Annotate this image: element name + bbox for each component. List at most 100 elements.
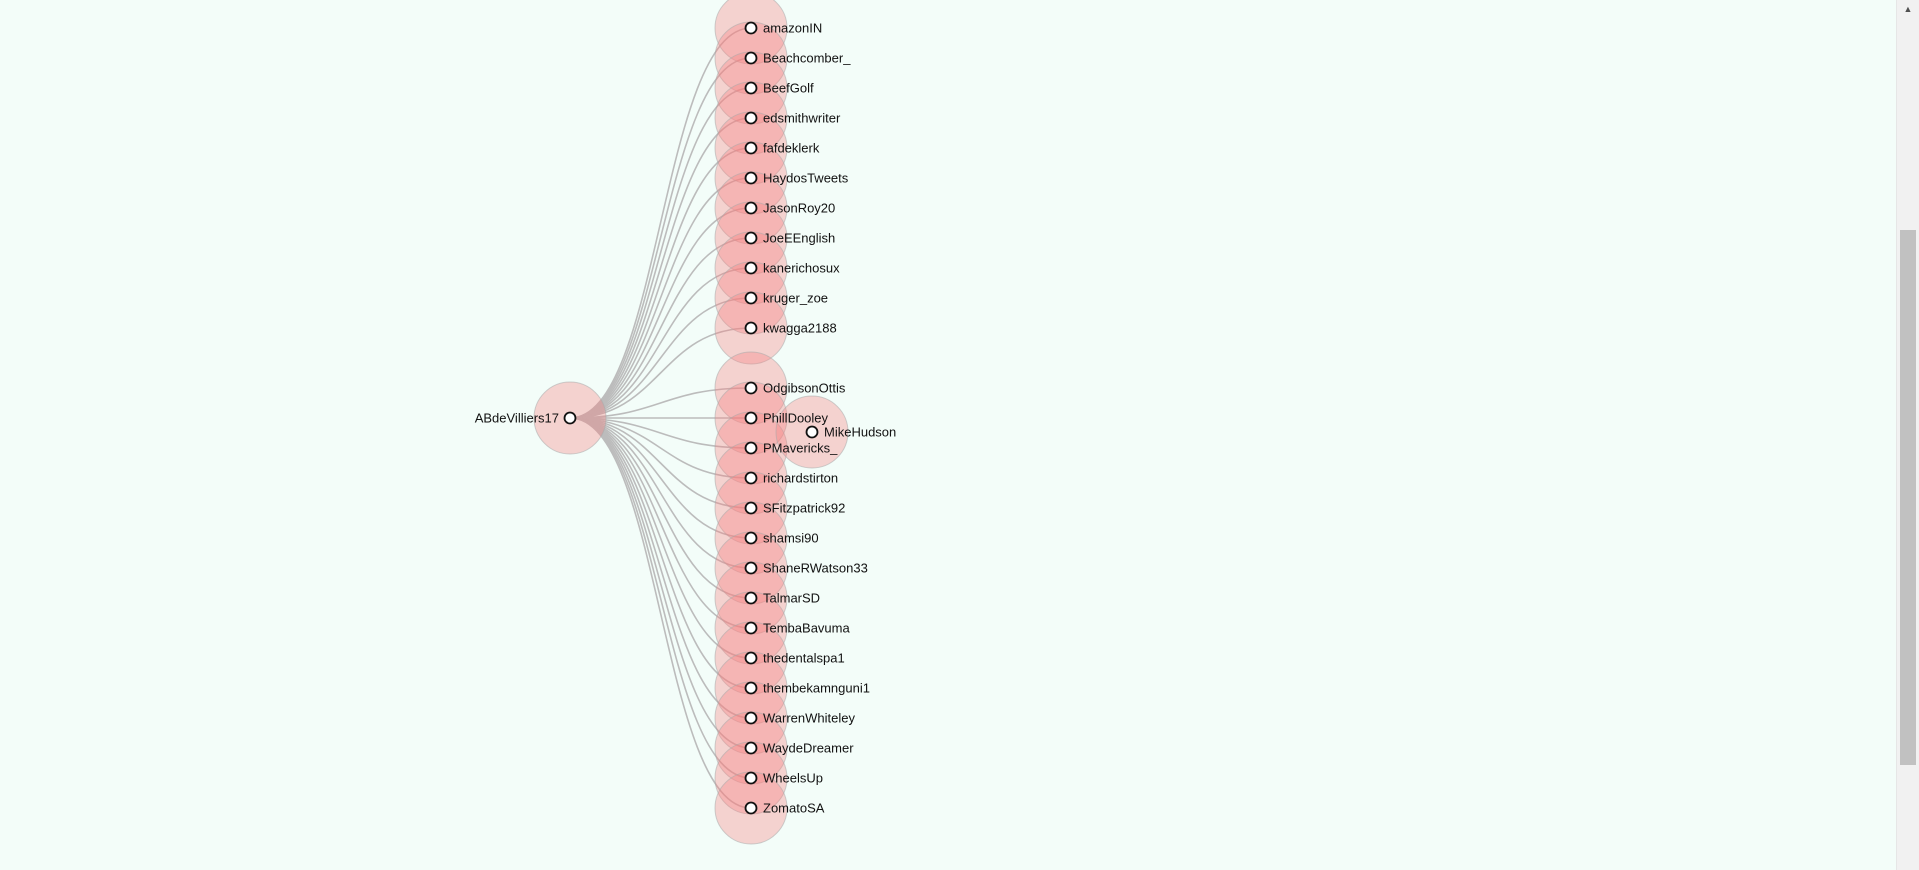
tree-link: [569, 417, 752, 569]
node-circle-icon[interactable]: [744, 501, 758, 515]
child-node-label: shamsi90: [763, 531, 819, 546]
child-node-label: kwagga2188: [763, 321, 837, 336]
child-node[interactable]: Beachcomber_: [744, 51, 852, 66]
node-circle-icon[interactable]: [744, 261, 758, 275]
tree-link: [569, 417, 752, 509]
tree-link: [569, 417, 752, 629]
child-node-label: kanerichosux: [763, 261, 840, 276]
node-circle-icon[interactable]: [563, 411, 577, 425]
child-node-label: fafdeklerk: [763, 141, 820, 156]
child-node[interactable]: BeefGolf: [744, 81, 814, 96]
child-node-label: thembekamnguni1: [763, 681, 870, 696]
nodes-layer: ABdeVilliers17 amazonIN Beachcomber_ BeefGo…: [475, 21, 897, 816]
child-node-label: BeefGolf: [763, 81, 814, 96]
tree-link: [569, 207, 752, 419]
tree-link: [569, 417, 752, 599]
node-circle-icon[interactable]: [744, 231, 758, 245]
node-circle-icon[interactable]: [744, 411, 758, 425]
tree-link: [569, 327, 752, 419]
child-node-label: WheelsUp: [763, 771, 823, 786]
child-node[interactable]: OdgibsonOttis: [744, 381, 846, 396]
node-circle-icon[interactable]: [744, 321, 758, 335]
node-circle-icon[interactable]: [744, 381, 758, 395]
child-node-label: JasonRoy20: [763, 201, 835, 216]
child-node-label: PhillDooley: [763, 411, 829, 426]
child-node-label: Beachcomber_: [763, 51, 851, 66]
child-node[interactable]: WaydeDreamer: [744, 741, 855, 756]
child-node[interactable]: PhillDooley: [744, 411, 829, 426]
child-node-label: WarrenWhiteley: [763, 711, 855, 726]
scroll-up-arrow-icon[interactable]: ▲: [1903, 3, 1913, 14]
child-node-label: PMavericks_: [763, 441, 838, 456]
child-node-label: amazonIN: [763, 21, 822, 36]
tree-link: [569, 417, 752, 449]
child-node-label: ShaneRWatson33: [763, 561, 868, 576]
tree-link: [569, 417, 752, 779]
child-node[interactable]: TalmarSD: [744, 591, 821, 606]
child-node[interactable]: kwagga2188: [744, 321, 837, 336]
node-circle-icon[interactable]: [744, 591, 758, 605]
node-circle-icon[interactable]: [744, 771, 758, 785]
node-circle-icon[interactable]: [744, 141, 758, 155]
node-circle-icon[interactable]: [744, 51, 758, 65]
node-circle-icon[interactable]: [744, 621, 758, 635]
child-node[interactable]: shamsi90: [744, 531, 819, 546]
node-circle-icon[interactable]: [744, 741, 758, 755]
extra-node[interactable]: MikeHudson: [805, 425, 897, 440]
node-circle-icon[interactable]: [744, 201, 758, 215]
node-circle-icon[interactable]: [744, 81, 758, 95]
child-node-label: HaydosTweets: [763, 171, 849, 186]
child-node[interactable]: edsmithwriter: [744, 111, 841, 126]
child-node-label: TalmarSD: [763, 591, 820, 606]
node-circle-icon[interactable]: [744, 21, 758, 35]
child-node[interactable]: kruger_zoe: [744, 291, 829, 306]
node-circle-icon[interactable]: [744, 711, 758, 725]
node-circle-icon[interactable]: [744, 471, 758, 485]
child-node[interactable]: JoeEEnglish: [744, 231, 836, 246]
node-circle-icon[interactable]: [744, 171, 758, 185]
child-node[interactable]: WheelsUp: [744, 771, 823, 786]
child-node-label: edsmithwriter: [763, 111, 841, 126]
child-node[interactable]: thembekamnguni1: [744, 681, 870, 696]
child-node[interactable]: fafdeklerk: [744, 141, 820, 156]
node-circle-icon[interactable]: [744, 561, 758, 575]
tree-link: [569, 57, 752, 419]
tree-link: [569, 417, 752, 659]
tree-link: [569, 27, 752, 419]
child-node[interactable]: JasonRoy20: [744, 201, 836, 216]
node-circle-icon[interactable]: [744, 441, 758, 455]
node-circle-icon[interactable]: [744, 651, 758, 665]
child-node[interactable]: PMavericks_: [744, 441, 839, 456]
child-node-label: TembaBavuma: [763, 621, 850, 636]
child-node-label: kruger_zoe: [763, 291, 828, 306]
node-circle-icon[interactable]: [805, 425, 819, 439]
child-node[interactable]: ZomatoSA: [744, 801, 825, 816]
tree-link: [569, 417, 752, 479]
node-circle-icon[interactable]: [744, 531, 758, 545]
tree-link: [569, 417, 752, 809]
scrollbar-thumb[interactable]: [1900, 230, 1916, 765]
child-node-label: richardstirton: [763, 471, 838, 486]
child-node[interactable]: TembaBavuma: [744, 621, 851, 636]
child-node[interactable]: amazonIN: [744, 21, 823, 36]
child-node[interactable]: HaydosTweets: [744, 171, 849, 186]
child-node[interactable]: SFitzpatrick92: [744, 501, 846, 516]
child-node-label: ZomatoSA: [763, 801, 825, 816]
child-node-label: thedentalspa1: [763, 651, 845, 666]
tree-link: [569, 417, 752, 539]
node-circle-icon[interactable]: [744, 681, 758, 695]
tree-link: [569, 267, 752, 419]
node-circle-icon[interactable]: [744, 801, 758, 815]
node-circle-icon[interactable]: [744, 111, 758, 125]
tree-link: [569, 297, 752, 419]
tree-link: [569, 417, 752, 749]
child-node[interactable]: WarrenWhiteley: [744, 711, 856, 726]
child-node[interactable]: kanerichosux: [744, 261, 841, 276]
root-node[interactable]: ABdeVilliers17: [475, 411, 577, 426]
vertical-scrollbar[interactable]: ▲: [1896, 0, 1919, 870]
child-node[interactable]: thedentalspa1: [744, 651, 845, 666]
child-node[interactable]: ShaneRWatson33: [744, 561, 868, 576]
node-circle-icon[interactable]: [744, 291, 758, 305]
child-node[interactable]: richardstirton: [744, 471, 839, 486]
